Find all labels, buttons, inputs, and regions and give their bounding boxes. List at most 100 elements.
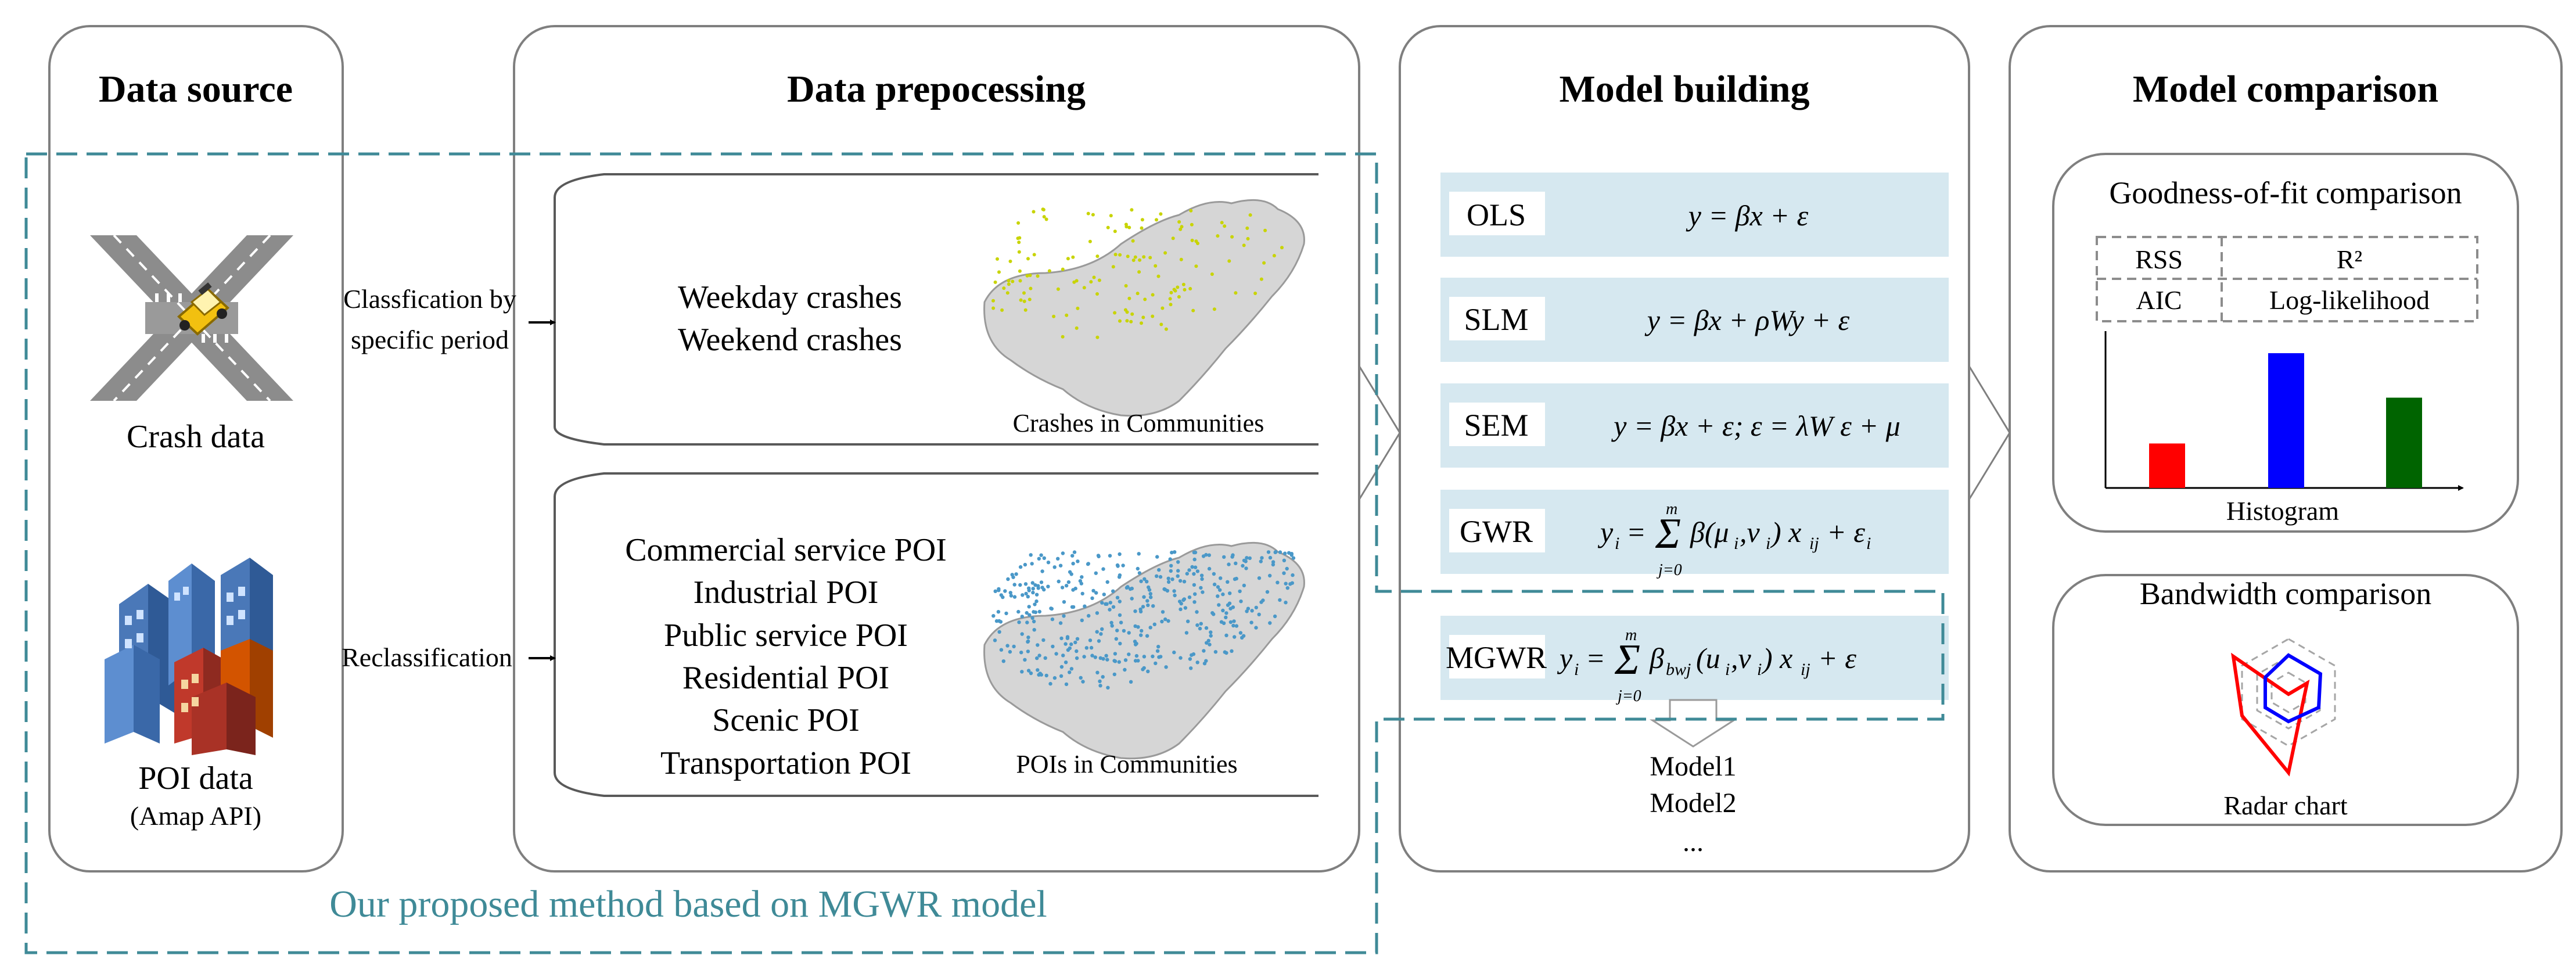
poi-community-map: [983, 541, 1305, 760]
crash-point: [1190, 238, 1194, 242]
poi-point: [1006, 577, 1010, 581]
bandwidth-comparison-title: Bandwidth comparison: [2140, 576, 2431, 611]
poi-point: [1209, 630, 1213, 634]
poi-point: [1110, 624, 1114, 628]
poi-point: [1032, 610, 1036, 614]
svg-text:β(μ: β(μ: [1690, 516, 1729, 548]
crash-point: [1000, 308, 1004, 312]
poi-point: [1209, 634, 1213, 638]
poi-point: [1155, 555, 1159, 559]
poi-point: [1061, 551, 1065, 555]
poi-point: [1179, 656, 1183, 660]
poi-point: [1274, 550, 1278, 554]
poi-point: [1133, 609, 1137, 613]
crash-point: [1155, 218, 1158, 222]
poi-point: [1191, 652, 1196, 656]
poi-point: [1102, 593, 1106, 597]
poi-point: [1031, 590, 1035, 595]
classification-arrow-label-line2: specific period: [351, 325, 509, 354]
poi-point: [1242, 583, 1246, 588]
poi-point: [1195, 569, 1200, 573]
crash-point: [1242, 243, 1246, 247]
poi-point: [1069, 642, 1073, 647]
poi-point: [1026, 594, 1030, 599]
crash-point: [1140, 226, 1144, 230]
poi-point: [1288, 582, 1292, 586]
crash-point: [1127, 296, 1131, 300]
poi-point: [1133, 624, 1137, 629]
poi-point: [1014, 572, 1018, 576]
crash-point: [1022, 299, 1026, 303]
poi-point: [1172, 589, 1176, 593]
crash-point: [1075, 279, 1079, 283]
model-name-mgwr: MGWR: [1446, 640, 1547, 675]
poi-point: [1021, 593, 1025, 597]
poi-point: [1156, 645, 1161, 649]
crash-point: [1129, 319, 1133, 324]
crash-point: [1169, 290, 1173, 295]
crash-point: [1216, 234, 1220, 238]
poi-point: [1259, 600, 1263, 604]
poi-point: [1201, 554, 1206, 558]
poi-point: [1080, 591, 1084, 596]
crash-point: [1065, 313, 1069, 317]
crash-point: [1066, 257, 1070, 261]
poi-point: [1291, 556, 1296, 560]
poi-point: [1192, 557, 1197, 562]
poi-point: [1097, 554, 1101, 559]
poi-category-public-service: Public service POI: [664, 617, 908, 654]
poi-point: [1216, 585, 1220, 589]
crash-point: [1061, 335, 1065, 339]
poi-point: [1064, 682, 1069, 687]
model-name-sem: SEM: [1464, 408, 1528, 443]
poi-point: [1245, 556, 1249, 560]
poi-point: [1058, 563, 1063, 568]
poi-point: [1070, 554, 1075, 558]
poi-point: [1023, 658, 1027, 662]
svg-text:,v: ,v: [1740, 516, 1761, 548]
svg-text:) x: ) x: [1761, 642, 1792, 674]
poi-point: [1136, 659, 1140, 663]
crash-point: [1109, 214, 1113, 218]
weekend-crashes-label: Weekend crashes: [678, 322, 902, 358]
crash-point: [1025, 274, 1029, 278]
poi-point: [1115, 595, 1120, 600]
poi-point: [1182, 597, 1187, 601]
poi-point: [1122, 629, 1126, 633]
poi-point: [1185, 572, 1190, 576]
poi-point: [1254, 605, 1258, 610]
crash-point: [1148, 256, 1152, 260]
poi-category-industrial: Industrial POI: [694, 575, 879, 611]
poi-point: [1109, 620, 1113, 625]
poi-point: [1065, 636, 1070, 640]
poi-point: [1124, 586, 1129, 590]
svg-text:) x: ) x: [1770, 516, 1801, 548]
poi-point: [1176, 569, 1180, 573]
poi-point: [1025, 620, 1029, 624]
poi-point: [1284, 581, 1288, 586]
poi-point: [1023, 582, 1028, 586]
poi-point: [1238, 589, 1242, 594]
poi-point: [1188, 657, 1192, 661]
svg-text:i: i: [1615, 534, 1619, 553]
svg-text:Σ: Σ: [1655, 510, 1681, 558]
crash-point: [1082, 286, 1086, 290]
weekday-crashes-label: Weekday crashes: [678, 279, 902, 315]
poi-point: [1136, 566, 1140, 571]
poi-point: [1091, 588, 1095, 593]
poi-point: [1142, 666, 1146, 670]
poi-point: [1039, 553, 1043, 557]
poi-point: [1082, 655, 1086, 659]
poi-point: [1052, 565, 1057, 569]
gof-metrics-table: [2096, 236, 2478, 322]
poi-point: [1090, 654, 1094, 658]
crash-point: [1113, 253, 1118, 257]
poi-point: [1208, 642, 1212, 647]
poi-point: [1088, 638, 1093, 642]
poi-point: [1071, 588, 1075, 592]
mgwr-equation: y i = Σ m j=0 β bwj (u i ,v i ) x ij + ε: [1557, 626, 1856, 705]
poi-point: [1207, 553, 1211, 557]
poi-point: [1034, 599, 1039, 604]
poi-point: [1241, 634, 1246, 638]
poi-point: [1032, 628, 1036, 632]
